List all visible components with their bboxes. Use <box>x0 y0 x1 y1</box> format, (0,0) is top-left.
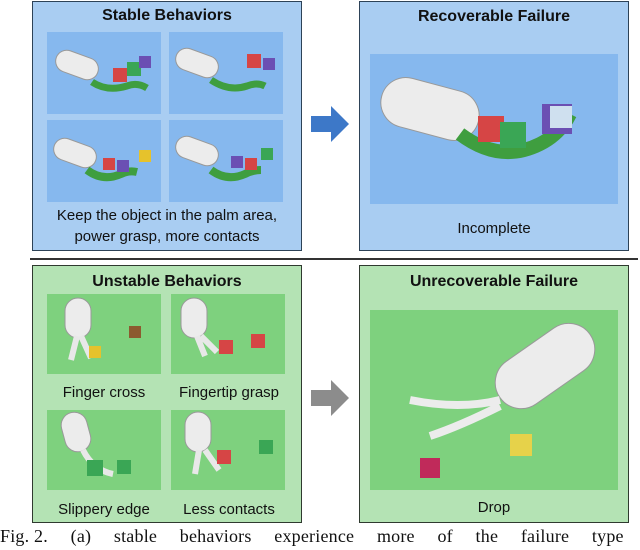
robot-hand-image <box>60 411 131 477</box>
right-arrow-icon <box>311 380 349 416</box>
robot-hand-image <box>184 411 273 475</box>
unstable-label-less-contacts: Less contacts <box>183 501 275 518</box>
unrecoverable-failure-title: Unrecoverable Failure <box>409 273 579 290</box>
unstable-tile-slippery-edge <box>47 410 161 490</box>
unrecoverable-caption: Drop <box>477 499 511 516</box>
stable-tile-4 <box>169 120 283 202</box>
unstable-behaviors-title: Unstable Behaviors <box>92 273 242 290</box>
robot-hand-image <box>409 322 596 478</box>
caption-word: type <box>591 526 624 546</box>
robot-hand-image <box>175 135 273 182</box>
unstable-tile-less-contacts <box>171 410 285 490</box>
stable-tile-3 <box>47 120 161 202</box>
stable-caption-line2: power grasp, more contacts <box>74 228 260 245</box>
stable-caption-line1: Keep the object in the palm area, <box>56 207 278 224</box>
caption-word: experience <box>274 526 355 546</box>
unrecoverable-failure-panel: Unrecoverable Failure Drop <box>359 265 629 523</box>
robot-hand-image <box>53 137 151 182</box>
recoverable-failure-title: Recoverable Failure <box>417 8 571 25</box>
section-divider <box>30 258 638 260</box>
caption-word: more <box>376 526 415 546</box>
caption-word: (a) <box>70 526 92 546</box>
recoverable-caption: Incomplete <box>457 220 531 237</box>
unstable-tile-finger-cross <box>47 294 161 374</box>
caption-word: the <box>475 526 499 546</box>
robot-hand-image <box>380 77 577 159</box>
caption-word: behaviors <box>179 526 252 546</box>
stable-tile-1 <box>47 32 161 114</box>
unstable-label-slippery-edge: Slippery edge <box>58 501 150 518</box>
right-arrow-icon <box>311 106 349 142</box>
caption-word: failure <box>520 526 570 546</box>
recoverable-tile <box>370 54 618 204</box>
unstable-label-fingertip-grasp: Fingertip grasp <box>178 384 280 401</box>
robot-hand-image <box>55 49 151 92</box>
unrecoverable-tile <box>370 310 618 490</box>
caption-word: stable <box>113 526 158 546</box>
robot-hand-image <box>64 297 141 361</box>
figure-caption: Fig. 2. (a) stable behaviors experience … <box>0 526 640 547</box>
unstable-label-finger-cross: Finger cross <box>62 384 146 401</box>
unstable-behaviors-panel: Unstable Behaviors Finger cross Fingerti… <box>32 265 302 523</box>
stable-behaviors-panel: Stable Behaviors Keep the o <box>32 1 302 251</box>
recoverable-failure-panel: Recoverable Failure Incomplete <box>359 1 629 251</box>
unstable-tile-fingertip-grasp <box>171 294 285 374</box>
robot-hand-image <box>175 47 275 92</box>
caption-word: of <box>437 526 453 546</box>
stable-tile-2 <box>169 32 283 114</box>
robot-hand-image <box>180 297 265 358</box>
stable-behaviors-title: Stable Behaviors <box>102 7 232 24</box>
figure-label: Fig. 2. <box>0 526 48 546</box>
